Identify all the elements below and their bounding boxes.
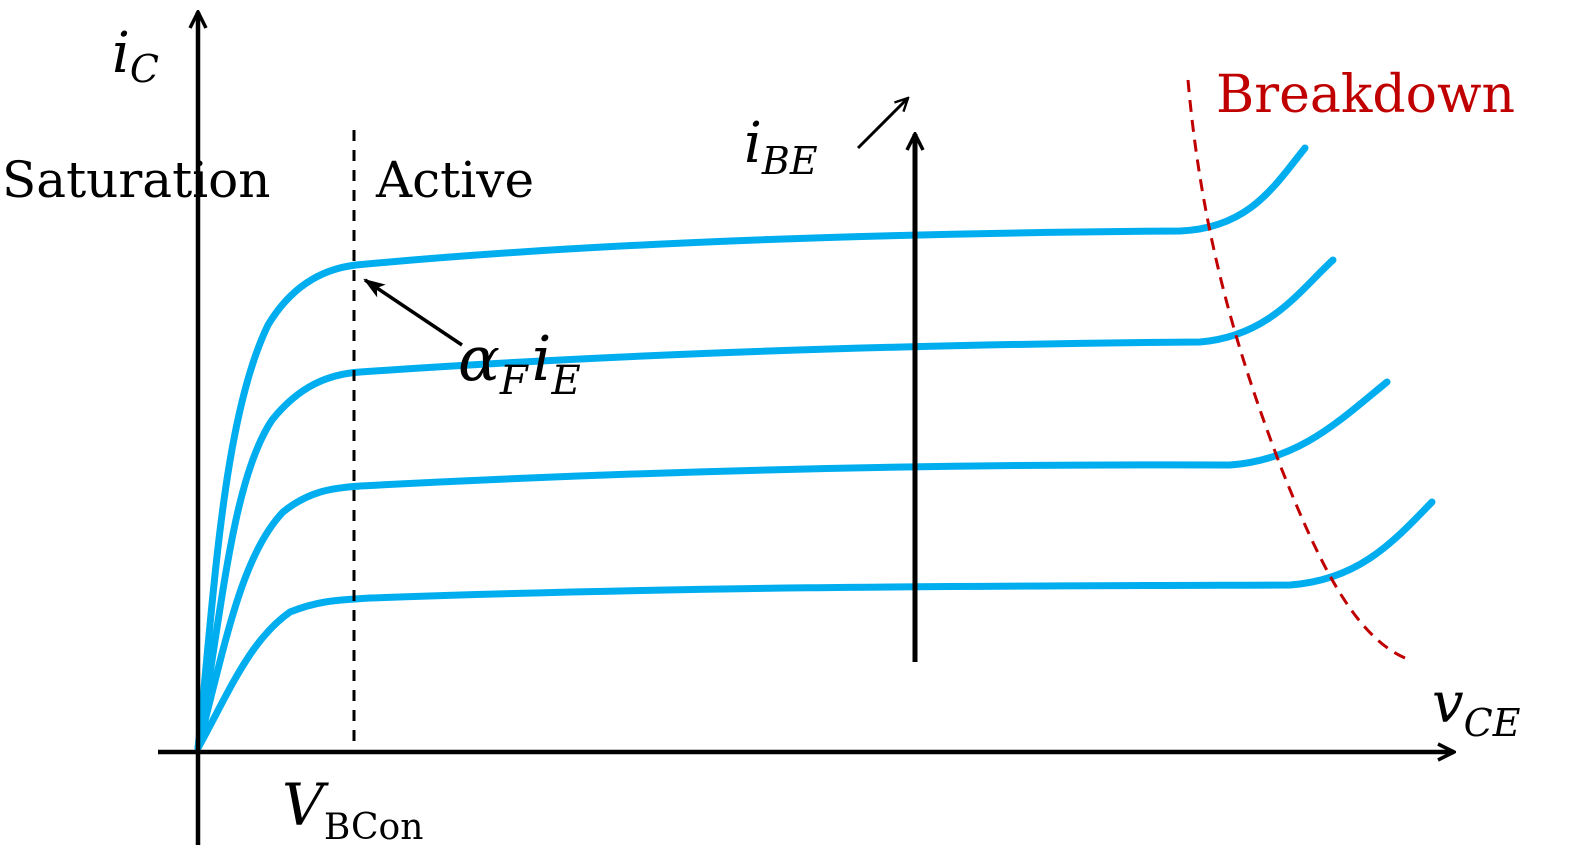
active-region-label: Active (375, 151, 534, 209)
x-axis-label-main: v (1432, 671, 1464, 736)
vbcon-label-main: V (282, 771, 329, 839)
curve-3 (194, 378, 1391, 752)
alpha-subscript: F (499, 358, 529, 404)
y-axis-label-main: i (112, 21, 130, 86)
ibe-label-subscript: BE (761, 139, 818, 183)
ibe-increase-arrow (856, 98, 908, 150)
curve-2 (194, 256, 1337, 752)
alpha-pointer-arrow (363, 278, 463, 347)
ibe-label: iBE (744, 111, 818, 183)
vbcon-label: VBCon (282, 771, 423, 848)
alpha-symbol: α (458, 322, 500, 395)
curve-4 (194, 498, 1436, 752)
y-axis-label: iC (112, 21, 159, 91)
saturation-region-label: Saturation (2, 151, 270, 209)
breakdown-region-label: Breakdown (1216, 65, 1515, 125)
breakdown-line (1186, 79, 1411, 662)
curve-1 (194, 144, 1309, 752)
alpha-f-ie-label: αFiE (458, 322, 581, 404)
characteristic-curves (194, 144, 1436, 752)
emitter-current-symbol: i (532, 322, 552, 395)
x-axis-label-subscript: CE (1464, 701, 1521, 745)
vbcon-label-subscript: BCon (324, 807, 424, 848)
x-axis-label: vCE (1432, 671, 1521, 745)
emitter-current-subscript: E (550, 358, 580, 404)
ibe-label-main: i (744, 111, 762, 176)
y-axis-label-subscript: C (130, 47, 159, 91)
